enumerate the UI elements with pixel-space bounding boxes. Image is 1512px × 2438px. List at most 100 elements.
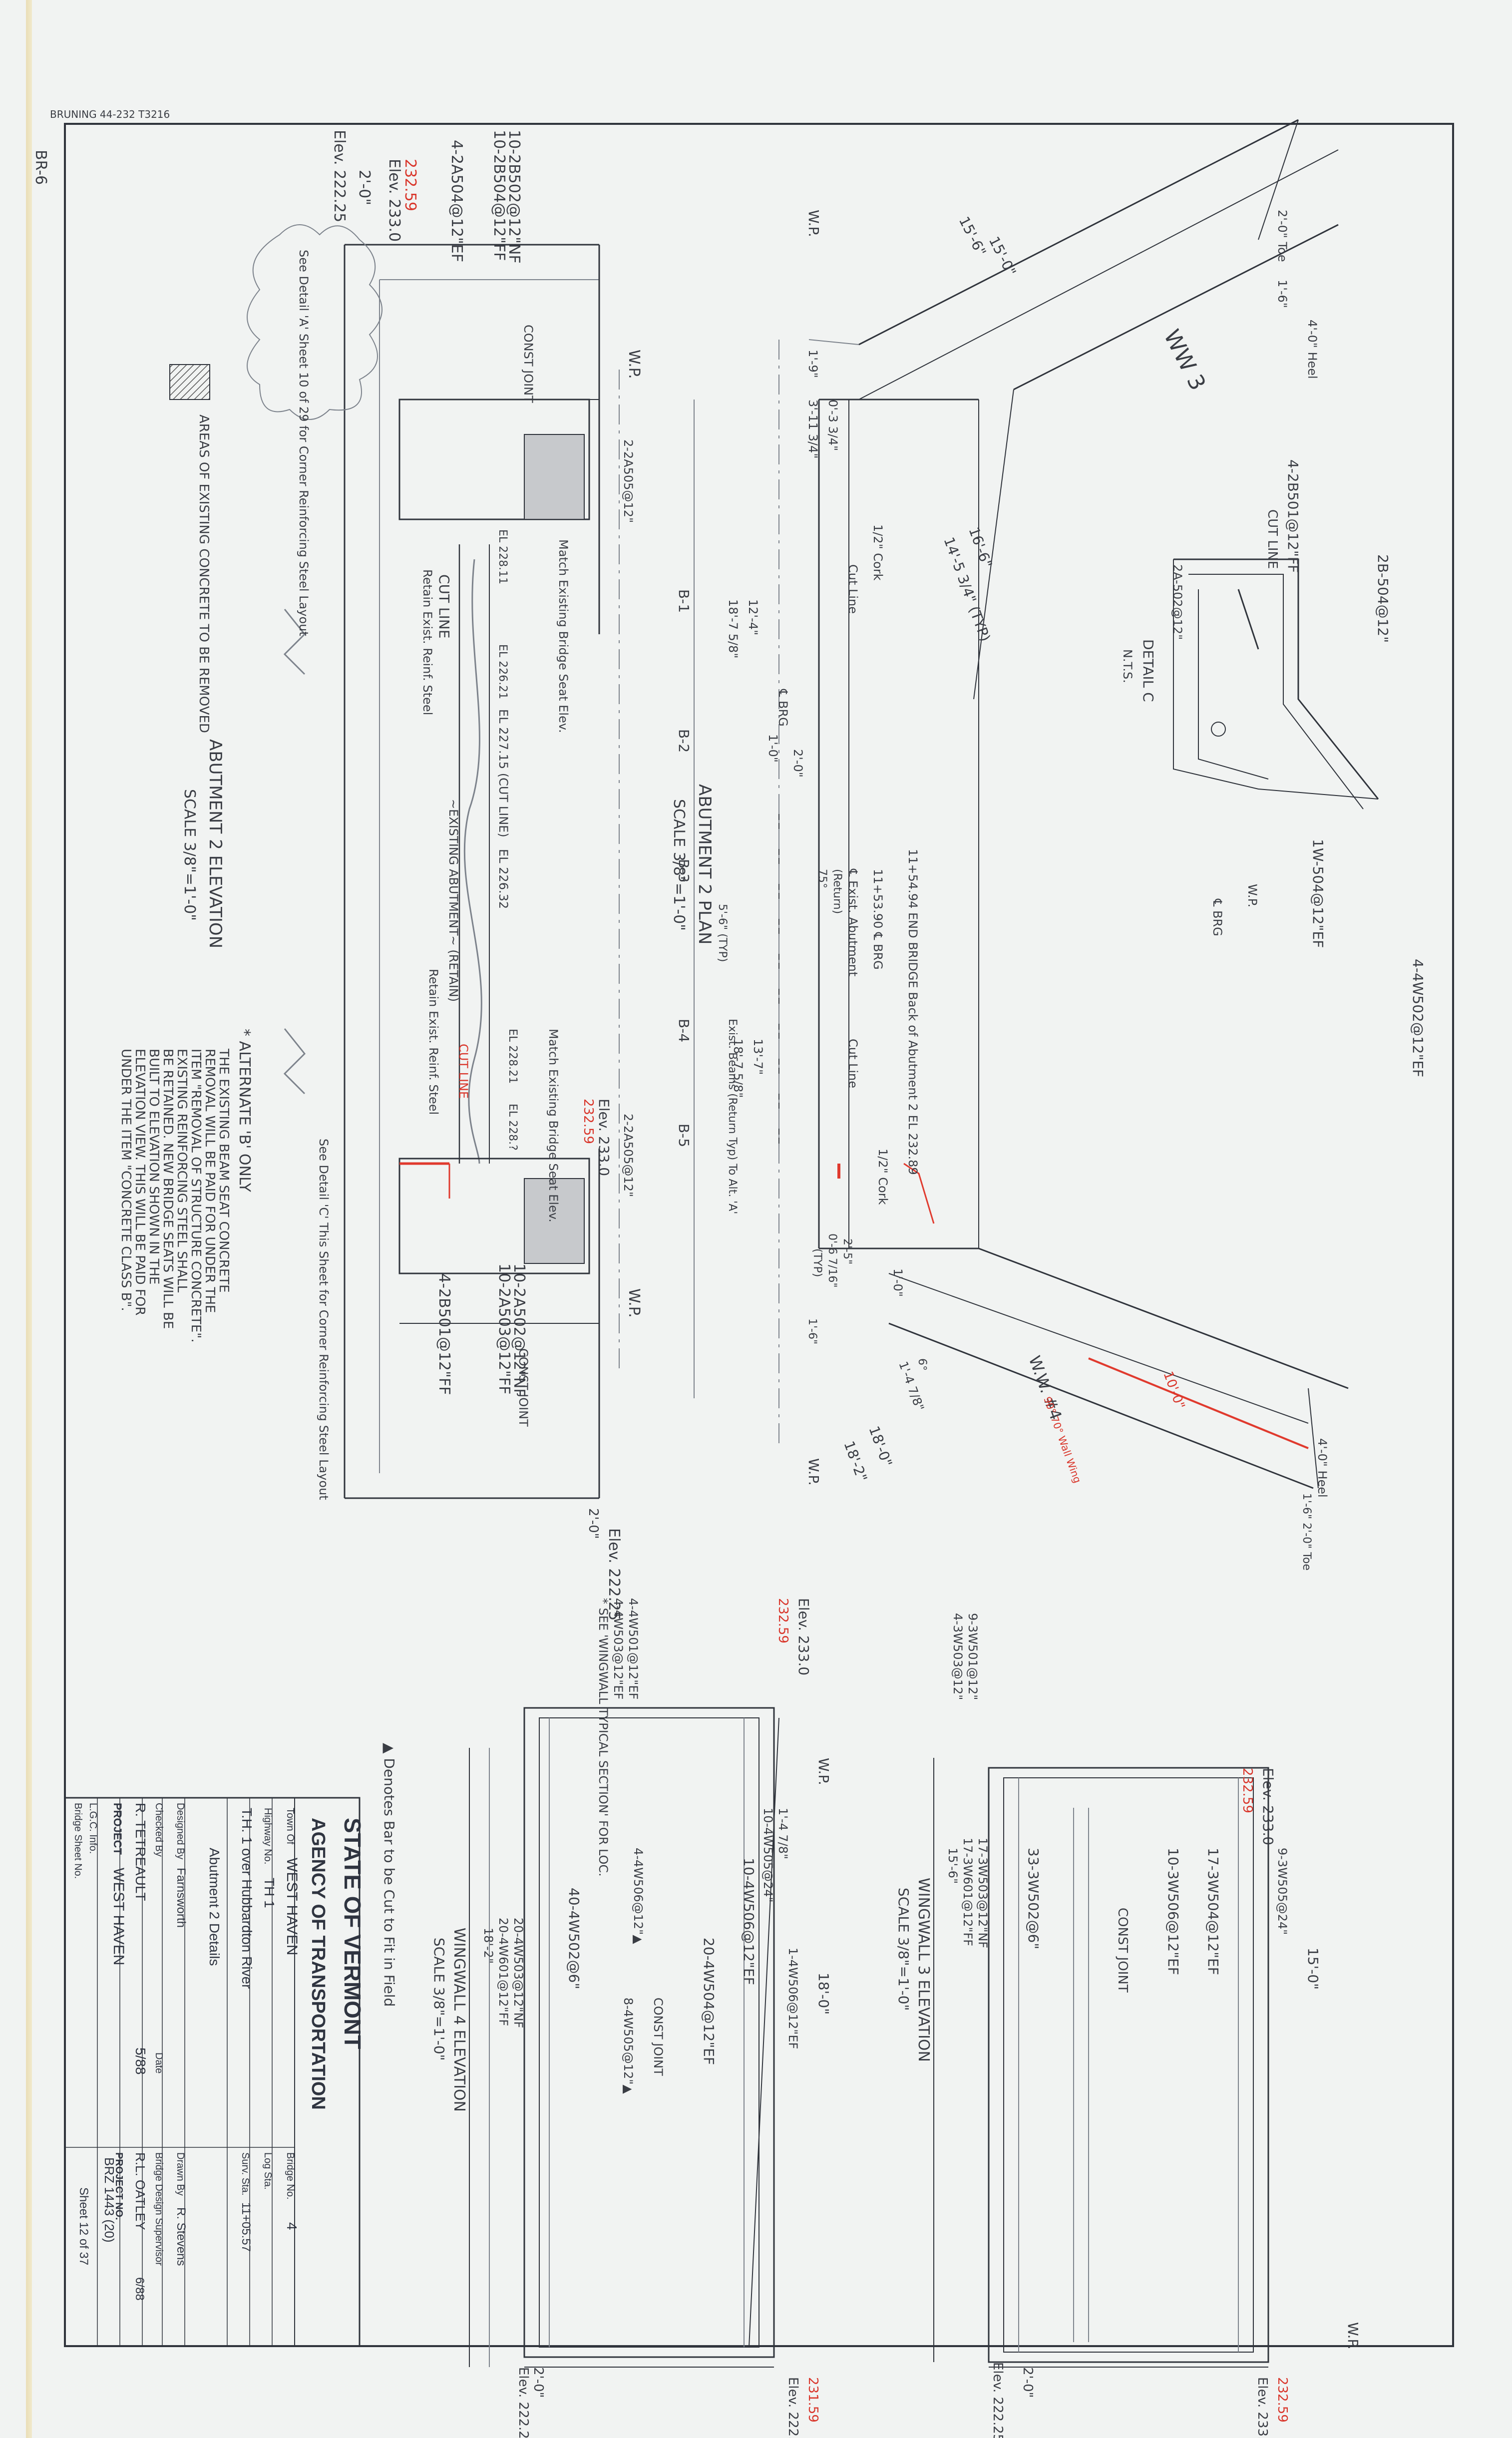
wp-left: W.P. — [625, 350, 643, 379]
ww3-bar-top-2: 4-3W503@12" — [951, 1613, 965, 1700]
ww3-const-joint: CONST JOINT — [1115, 1908, 1130, 1993]
ww4-bar-f: 20-4W504@12"EF — [701, 1938, 717, 2065]
dim-2-5: 2'-5" — [841, 1238, 853, 1264]
dim-1-0b: 1'-0" — [891, 1268, 905, 1297]
el-228-11: EL 228.11 — [496, 529, 509, 584]
angle-75: 75° — [816, 869, 828, 888]
dim-1-0: 1'-0" — [766, 734, 780, 763]
exist-abutment: ℄ Exist. Abutment — [846, 868, 860, 976]
dim-1-6b: 1'-6" — [806, 1318, 818, 1344]
tb-state: STATE OF VERMONT — [340, 1818, 366, 2049]
detail-c-bar-1: 2B-504@12" — [1375, 554, 1391, 643]
dim-1-6-top: 1'-6" — [1275, 280, 1289, 308]
dim-16-6: 16'-6" — [965, 525, 995, 570]
ww3-bar-c: 10-3W506@12"EF — [1165, 1848, 1181, 1975]
detail-c-wp: W.P. — [1245, 884, 1259, 907]
tb-highway-label: Highway No. — [262, 1808, 273, 1864]
tb-bridge-no: 4 — [284, 2222, 300, 2230]
detail-c-title: DETAIL C — [1140, 639, 1156, 702]
alternate-line-1: THE EXISTING BEAM SEAT CONCRETE — [216, 1048, 231, 1293]
alternate-line-3: ITEM "REMOVAL OF STRUCTURE CONCRETE". — [188, 1049, 203, 1342]
cork-1: 1/2" Cork — [871, 524, 885, 581]
b2-label: B-2 — [676, 729, 692, 753]
ww3-scale: SCALE 3/8"=1'-0" — [895, 1888, 912, 2011]
detail-c-view — [1173, 558, 1379, 810]
ww3-label: WW 3 — [1158, 326, 1210, 395]
detail-c-cut-line: CUT LINE — [1265, 509, 1280, 569]
retain-steel-left: Retain Exist. Reinf. Steel — [420, 569, 434, 715]
bar-4-2a504: 4-2A504@12"EF — [448, 140, 465, 262]
ww4-bar-c: 10-4W505@24" — [761, 1808, 775, 1903]
abutment-plan-view — [694, 119, 1349, 1489]
ww3-dim-15-6: 15'-6" — [946, 1848, 960, 1884]
bar-10-2b502: 10-2B502@12"NF — [505, 130, 523, 264]
detail-c-bar-4: 1W-504@12"EF — [1310, 839, 1326, 948]
ww4-bar-k: 20-4W601@12"FF — [496, 1918, 510, 2026]
angle-6: 6° — [916, 1358, 928, 1371]
ww3-dim-2-0: 2'-0" — [1020, 2367, 1035, 2398]
cork-2: 1/2" Cork — [876, 1149, 890, 1205]
wp-plan-bottom: W.P. — [805, 1458, 822, 1486]
alternate-line-5: BE RETAINED. NEW BRIDGE SEATS WILL BE — [160, 1049, 175, 1329]
tb-checked-label: Checked By — [153, 1803, 164, 1857]
ww4-dim-18-2: 18'-2" — [481, 1928, 495, 1964]
brg-plan: ℄ BRG — [776, 689, 790, 727]
tb-bridge-no-label: Bridge No. — [285, 2152, 296, 2200]
ww4-bar-g: 1-4W506@12"EF — [786, 1948, 800, 2049]
el-226-21: EL 226.21 — [496, 644, 509, 699]
el-226-32: EL 226.32 — [496, 849, 510, 909]
bar-4-2b501: 4-2B501@12"FF — [435, 1273, 453, 1395]
dim-typ: (TYP) — [811, 1248, 823, 1277]
alternate-b-note: * ALTERNATE 'B' ONLY THE EXISTING BEAM S… — [118, 1029, 253, 1342]
detail-c-brg: ℄ BRG — [1210, 898, 1224, 936]
detail-c-scale: N.T.S. — [1121, 649, 1134, 683]
tb-bridge-sheet-label: Bridge Sheet No. — [72, 1803, 83, 1879]
cut-line-plan-1: Cut Line — [846, 564, 860, 614]
dim-15-0: 15'-0" — [986, 234, 1020, 279]
ww3-elev-top-right: Elev. 233.0 — [1255, 2377, 1270, 2438]
retain-steel-right: Retain Exist. Reinf. Steel — [426, 969, 440, 1115]
bar-10-2a502: 10-2A502@12"NF — [510, 1263, 528, 1397]
ww3-elev-top-red: 232.59 — [1240, 1768, 1255, 1813]
existing-abutment: ~EXISTING ABUTMENT~ (RETAIN) — [446, 799, 460, 1002]
ww4-bar-d: 10-4W506@12"EF — [741, 1858, 757, 1985]
tb-survey-sta: 11+05.57 — [239, 2202, 253, 2252]
tb-date-label: Date — [153, 2052, 164, 2073]
tb-town-label: Town Of — [285, 1808, 296, 1845]
ww4-bar-i: 40-4W502@6" — [566, 1888, 582, 1989]
tb-project-label: PROJECT — [111, 1803, 124, 1855]
tb-project-no: BRZ 1443 (20) — [102, 2157, 117, 2243]
ww4-title: WINGWALL 4 ELEVATION — [450, 1928, 468, 2112]
ww3-bar-d: 33-3W502@6" — [1025, 1848, 1042, 1949]
ww4-see-note: * SEE 'WINGWALL TYPICAL SECTION' FOR LOC… — [596, 1598, 610, 1877]
heel-top: 4'-0" Heel — [1305, 320, 1319, 379]
abutment-elevation-view — [169, 224, 620, 1499]
paper-stamp: BRUNING 44-232 T3216 — [50, 108, 170, 120]
alternate-line-6: BUILT TO ELEVATION SHOWN IN THE — [146, 1049, 161, 1284]
bar-2-2a505-right: 2-2A505@12" — [621, 1114, 635, 1197]
cut-line-left: CUT LINE — [436, 574, 452, 639]
cut-line-red: CUT LINE — [456, 1044, 470, 1099]
dim-2-0-plan: 2'-0" — [791, 749, 805, 778]
ww3-elev-top: Elev. 233.0 — [1260, 1768, 1276, 1845]
elev-232-59-right: 232.59 — [581, 1099, 596, 1144]
detail-c-bar-2: 4-2B501@12"FF — [1285, 459, 1301, 573]
abutment-plan-scale: SCALE 3/8"=1'-0" — [670, 799, 688, 931]
detail-c-bar-3: 2A-502@12" — [1170, 564, 1184, 640]
dim-2-0-right: 2'-0" — [586, 1508, 601, 1539]
paper-edge-strip — [26, 0, 32, 2438]
legend-removal: AREAS OF EXISTING CONCRETE TO BE REMOVED — [196, 414, 211, 733]
ww4-bar-b: 4-4W503@12"EF — [611, 1598, 625, 1699]
wp-right-elev: W.P. — [625, 1288, 643, 1318]
ww4-elev-bottom-right: Elev. 222.0 — [785, 2377, 800, 2438]
detail-c-bar-5: 4-4W502@12"EF — [1410, 959, 1426, 1077]
toe-bottom: 1'-6" 2'-0" Toe — [1300, 1493, 1313, 1571]
b5-label: B-5 — [676, 1124, 692, 1147]
elev-233-right: Elev. 233.0 — [596, 1099, 612, 1176]
ww4-const-joint: CONST JOINT — [651, 1998, 665, 2076]
ww4-elev-top: Elev. 233.0 — [795, 1598, 812, 1675]
alternate-line-4: EXISTING REINFORCING STEEL SHALL — [174, 1049, 189, 1293]
dim-18-7: 18'-7 5/8" — [726, 599, 740, 658]
detail-c-note: See Detail 'C' This Sheet for Corner Rei… — [317, 1139, 331, 1500]
